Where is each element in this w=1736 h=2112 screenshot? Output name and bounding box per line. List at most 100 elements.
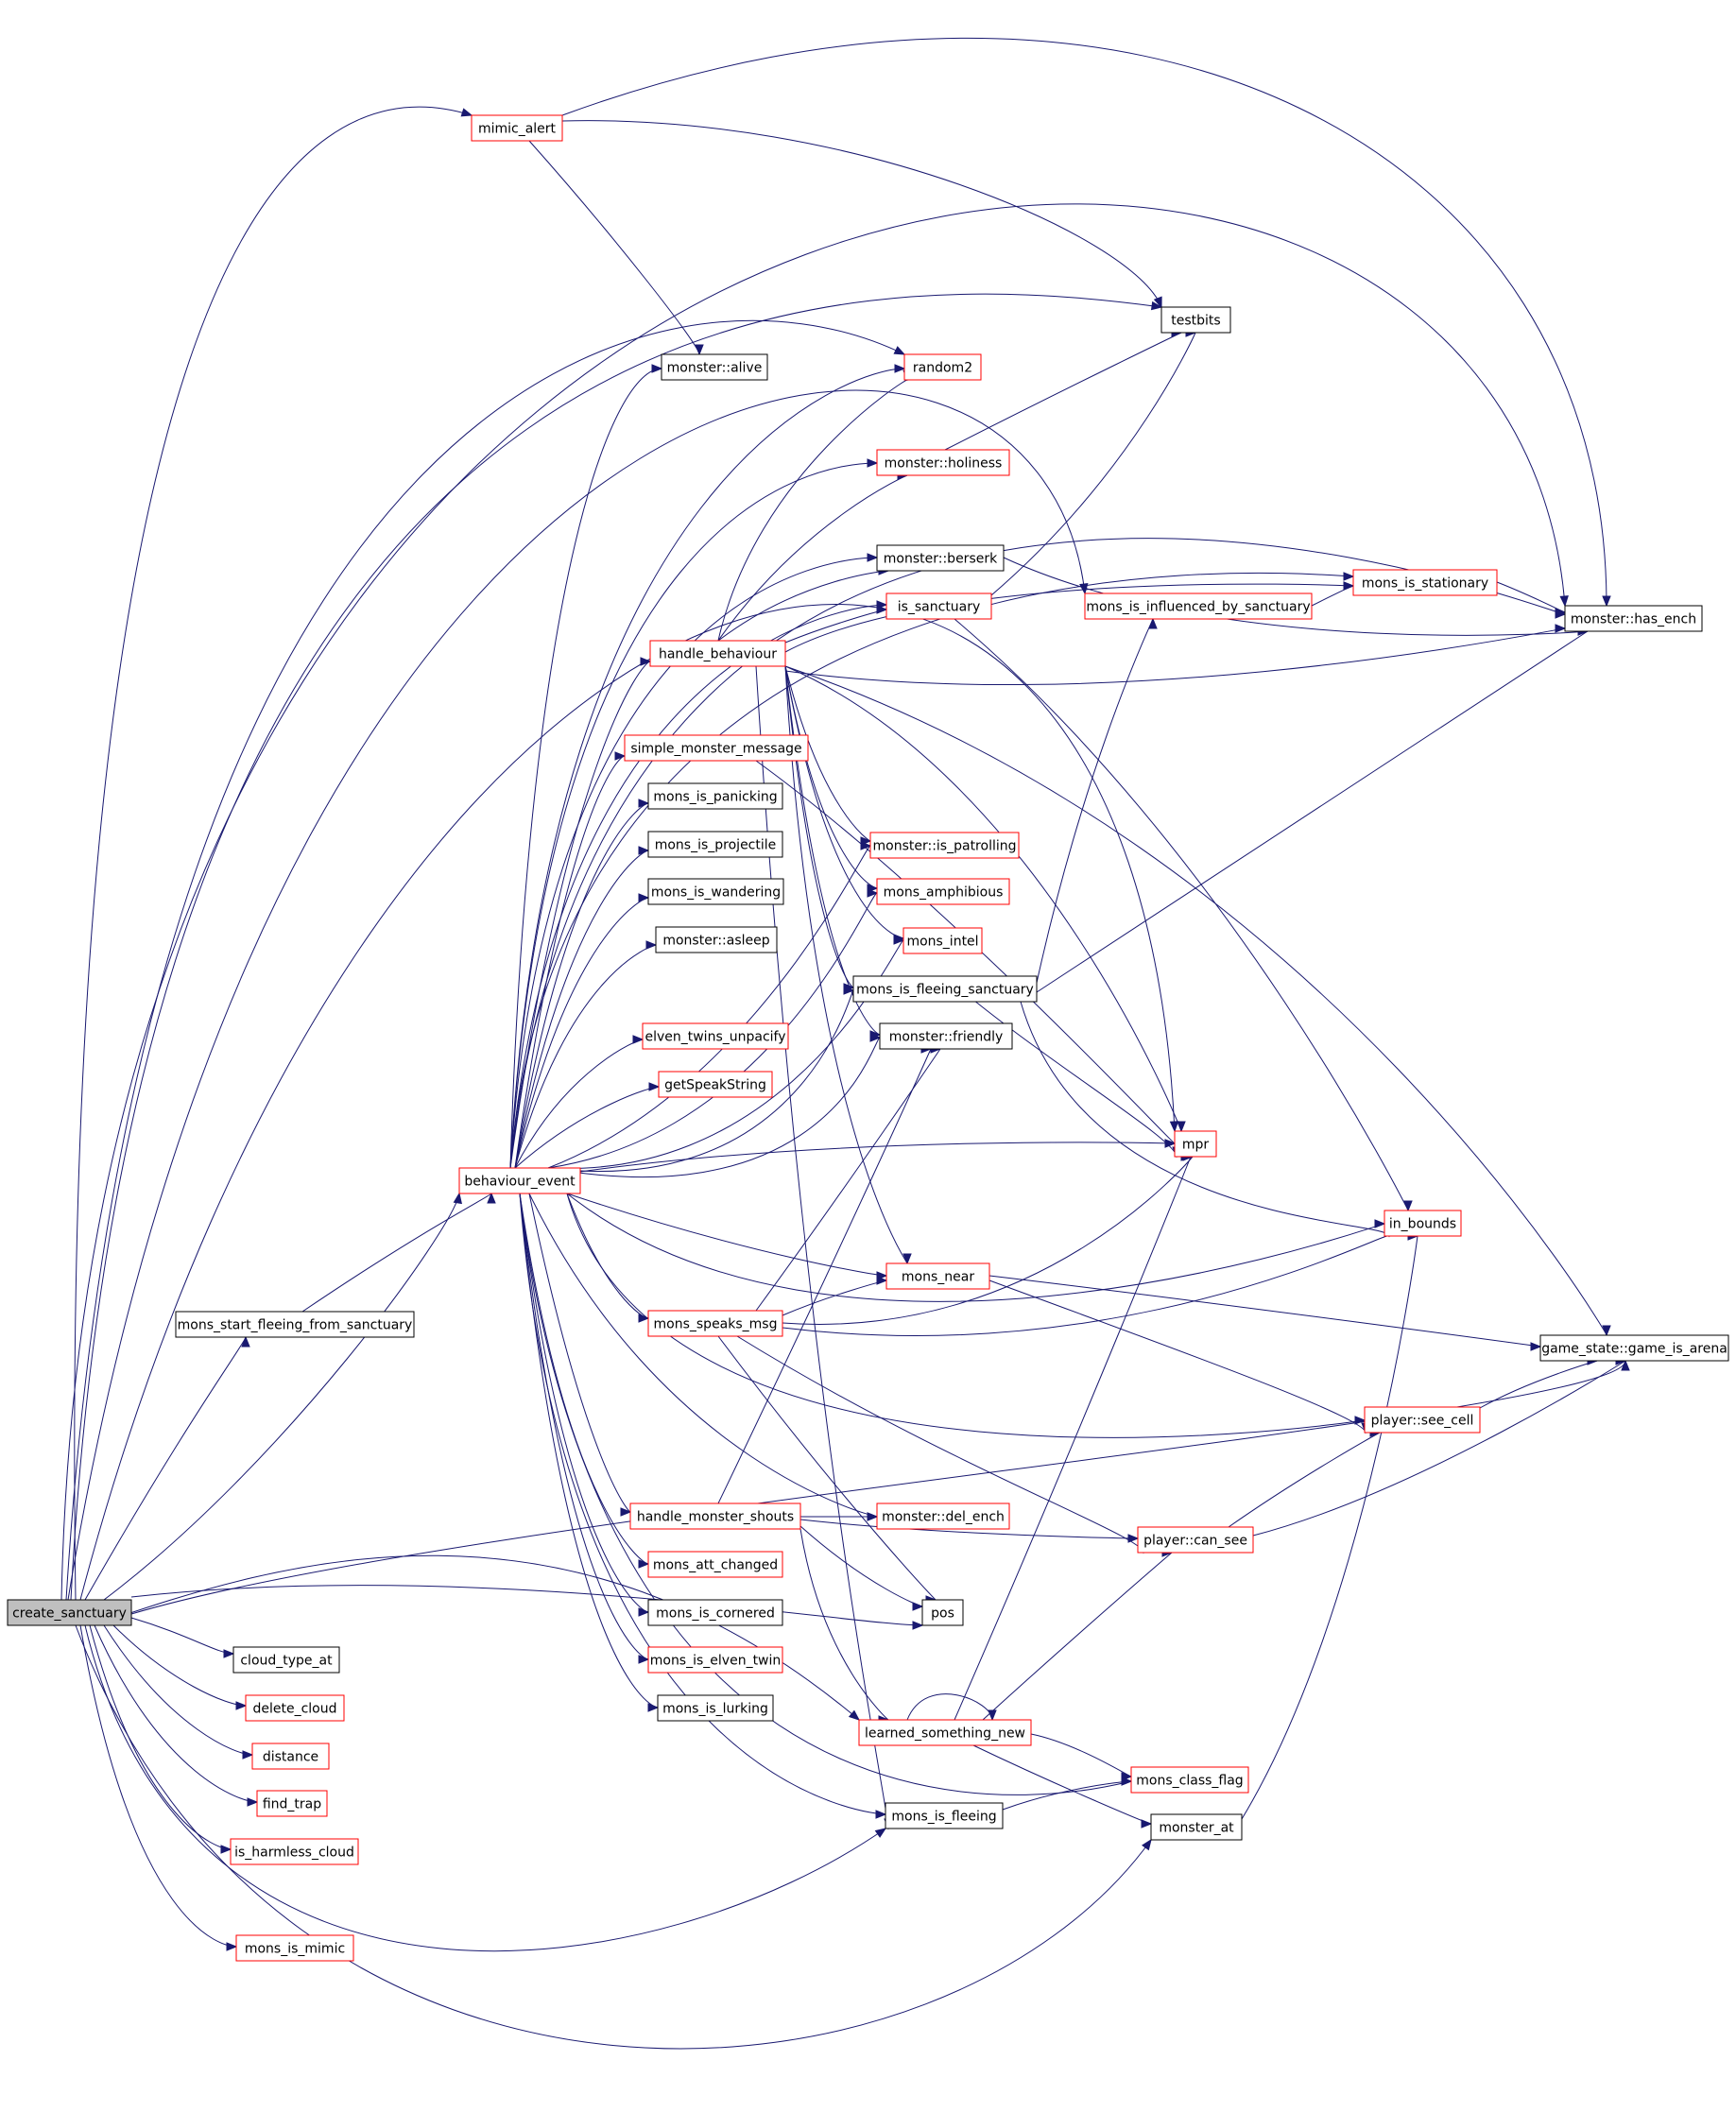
node-box[interactable] [1150, 1813, 1243, 1841]
node-box[interactable] [1564, 605, 1703, 632]
node-is-harmless-cloud[interactable]: is_harmless_cloud [230, 1838, 359, 1865]
node-mons-is-lurking[interactable]: mons_is_lurking [657, 1694, 774, 1722]
node-box[interactable] [876, 449, 1010, 476]
node-box[interactable] [879, 1022, 1013, 1050]
node-mons-is-projectile[interactable]: mons_is_projectile [647, 831, 783, 858]
node-mons-amphibious[interactable]: mons_amphibious [876, 878, 1010, 905]
node-box[interactable] [230, 1838, 359, 1865]
node-monster-is-patrolling[interactable]: monster::is_patrolling [869, 832, 1020, 859]
node-box[interactable] [1352, 569, 1498, 596]
node-mons-speaks-msg[interactable]: mons_speaks_msg [647, 1310, 783, 1337]
node-player-see-cell[interactable]: player::see_cell [1364, 1406, 1481, 1434]
node-box[interactable] [869, 832, 1020, 859]
node-box[interactable] [647, 831, 783, 858]
node-testbits[interactable]: testbits [1160, 306, 1231, 334]
node-box[interactable] [902, 927, 983, 954]
node-elven-twins-unpacify[interactable]: elven_twins_unpacify [642, 1022, 789, 1050]
node-mons-is-cornered[interactable]: mons_is_cornered [647, 1599, 783, 1626]
node-box[interactable] [658, 1071, 773, 1098]
node-mons-is-influenced-by-sanctuary[interactable]: mons_is_influenced_by_sanctuary [1084, 592, 1313, 620]
node-box[interactable] [647, 1310, 783, 1337]
node-box[interactable] [1160, 306, 1231, 334]
node-box[interactable] [647, 782, 783, 810]
node-monster-holiness[interactable]: monster::holiness [876, 449, 1010, 476]
node-box[interactable] [624, 734, 809, 762]
node-box[interactable] [885, 592, 992, 620]
node-random2[interactable]: random2 [903, 353, 982, 381]
node-distance[interactable]: distance [251, 1743, 330, 1770]
node-box[interactable] [876, 544, 1005, 572]
node-behaviour-event[interactable]: behaviour_event [458, 1167, 581, 1194]
node-mons-is-fleeing[interactable]: mons_is_fleeing [885, 1802, 1004, 1829]
node-box[interactable] [7, 1599, 132, 1626]
node-monster-asleep[interactable]: monster::asleep [655, 926, 778, 953]
node-box[interactable] [876, 1502, 1010, 1530]
node-pos[interactable]: pos [921, 1599, 964, 1626]
node-mpr[interactable]: mpr [1174, 1130, 1217, 1158]
node-box[interactable] [251, 1743, 330, 1770]
node-box[interactable] [256, 1790, 328, 1817]
node-box[interactable] [232, 1646, 340, 1674]
node-box[interactable] [903, 353, 982, 381]
node-box[interactable] [1174, 1130, 1217, 1158]
node-mimic-alert[interactable]: mimic_alert [471, 114, 563, 142]
node-create-sanctuary[interactable]: create_sanctuary [7, 1599, 132, 1626]
node-mons-start-fleeing-from-sanctuary[interactable]: mons_start_fleeing_from_sanctuary [175, 1311, 415, 1338]
node-box[interactable] [858, 1719, 1032, 1746]
node-learned-something-new[interactable]: learned_something_new [858, 1719, 1032, 1746]
node-box[interactable] [1130, 1766, 1249, 1794]
node-mons-att-changed[interactable]: mons_att_changed [647, 1551, 783, 1578]
node-handle-monster-shouts[interactable]: handle_monster_shouts [629, 1502, 801, 1530]
node-simple-monster-message[interactable]: simple_monster_message [624, 734, 809, 762]
node-box[interactable] [235, 1934, 354, 1962]
node-box[interactable] [657, 1694, 774, 1722]
node-in-bounds[interactable]: in_bounds [1384, 1210, 1462, 1237]
node-box[interactable] [245, 1694, 345, 1722]
node-monster-has-ench[interactable]: monster::has_ench [1564, 605, 1703, 632]
node-box[interactable] [647, 1646, 783, 1674]
node-monster-at[interactable]: monster_at [1150, 1813, 1243, 1841]
node-box[interactable] [1084, 592, 1313, 620]
node-box[interactable] [1539, 1334, 1729, 1362]
node-mons-is-mimic[interactable]: mons_is_mimic [235, 1934, 354, 1962]
node-box[interactable] [471, 114, 563, 142]
node-mons-near[interactable]: mons_near [885, 1262, 990, 1290]
node-box[interactable] [921, 1599, 964, 1626]
node-mons-is-stationary[interactable]: mons_is_stationary [1352, 569, 1498, 596]
node-box[interactable] [876, 878, 1010, 905]
node-monster-friendly[interactable]: monster::friendly [879, 1022, 1013, 1050]
node-getSpeakString[interactable]: getSpeakString [658, 1071, 773, 1098]
node-game-state-game-is-arena[interactable]: game_state::game_is_arena [1539, 1334, 1729, 1362]
node-handle-behaviour[interactable]: handle_behaviour [649, 640, 786, 667]
node-box[interactable] [1364, 1406, 1481, 1434]
node-box[interactable] [885, 1802, 1004, 1829]
node-find-trap[interactable]: find_trap [256, 1790, 328, 1817]
node-box[interactable] [175, 1311, 415, 1338]
node-box[interactable] [642, 1022, 789, 1050]
node-delete-cloud[interactable]: delete_cloud [245, 1694, 345, 1722]
node-cloud-type-at[interactable]: cloud_type_at [232, 1646, 340, 1674]
node-mons-is-panicking[interactable]: mons_is_panicking [647, 782, 783, 810]
node-box[interactable] [647, 878, 784, 905]
node-mons-intel[interactable]: mons_intel [902, 927, 983, 954]
node-box[interactable] [649, 640, 786, 667]
node-box[interactable] [458, 1167, 581, 1194]
node-mons-is-elven-twin[interactable]: mons_is_elven_twin [647, 1646, 783, 1674]
node-box[interactable] [655, 926, 778, 953]
node-box[interactable] [647, 1599, 783, 1626]
node-monster-alive[interactable]: monster::alive [661, 353, 768, 381]
node-mons-class-flag[interactable]: mons_class_flag [1130, 1766, 1249, 1794]
node-box[interactable] [852, 975, 1038, 1003]
node-box[interactable] [1137, 1526, 1254, 1554]
node-mons-is-wandering[interactable]: mons_is_wandering [647, 878, 784, 905]
node-box[interactable] [647, 1551, 783, 1578]
node-box[interactable] [629, 1502, 801, 1530]
node-monster-del-ench[interactable]: monster::del_ench [876, 1502, 1010, 1530]
node-mons-is-fleeing-sanctuary[interactable]: mons_is_fleeing_sanctuary [852, 975, 1038, 1003]
node-player-can-see[interactable]: player::can_see [1137, 1526, 1254, 1554]
node-monster-berserk[interactable]: monster::berserk [876, 544, 1005, 572]
node-box[interactable] [661, 353, 768, 381]
node-box[interactable] [885, 1262, 990, 1290]
node-is-sanctuary[interactable]: is_sanctuary [885, 592, 992, 620]
node-box[interactable] [1384, 1210, 1462, 1237]
